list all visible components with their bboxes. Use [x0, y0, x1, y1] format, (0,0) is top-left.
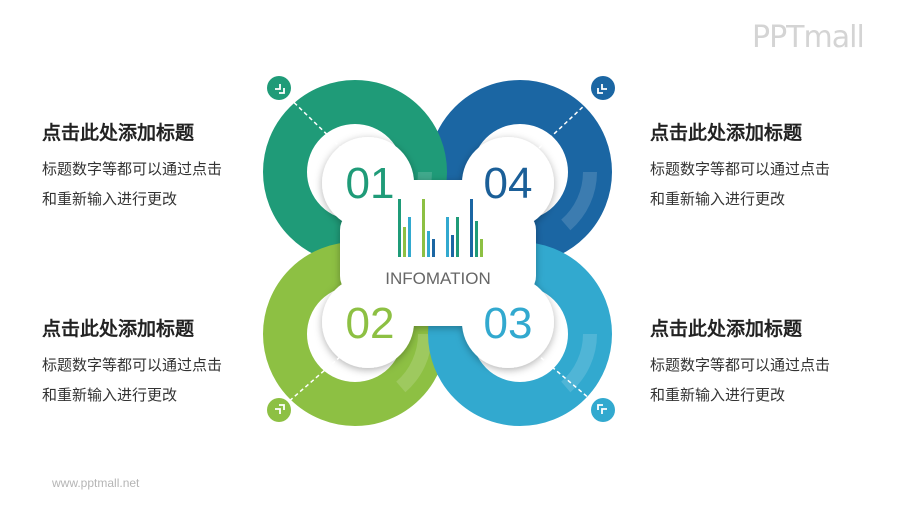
corner-arrow-icon-02: [267, 398, 291, 422]
text-block-03: 点击此处添加标题 标题数字等都可以通过点击和重新输入进行更改: [650, 314, 880, 411]
title-02[interactable]: 点击此处添加标题: [42, 319, 195, 340]
number-03: 03: [484, 299, 533, 348]
desc-03-line1[interactable]: 标题数字等都可以通过点击: [650, 357, 831, 374]
desc-03-line2[interactable]: 和重新输入进行更改: [650, 387, 786, 404]
number-04: 04: [484, 159, 533, 208]
decor-bar: [432, 239, 435, 257]
ring-highlight: [278, 257, 432, 411]
decor-bar: [470, 199, 473, 257]
ring-highlight: [443, 95, 597, 249]
desc-02-line1[interactable]: 标题数字等都可以通过点击: [42, 357, 223, 374]
arrow-glyph: [597, 404, 607, 414]
title-01[interactable]: 点击此处添加标题: [42, 123, 195, 144]
decor-bar: [398, 199, 401, 257]
decor-bar: [422, 199, 425, 257]
arrow-glyph: [597, 84, 607, 94]
number-01: 01: [346, 159, 395, 208]
decor-bar: [475, 221, 478, 257]
corner-arrow-icon-01: [267, 76, 291, 100]
decor-bar: [427, 231, 430, 257]
center-label: INFOMATION: [385, 269, 490, 288]
decor-bar: [456, 217, 459, 257]
title-04[interactable]: 点击此处添加标题: [650, 123, 803, 144]
text-block-04: 点击此处添加标题 标题数字等都可以通过点击和重新输入进行更改: [650, 118, 880, 215]
desc-01-line2[interactable]: 和重新输入进行更改: [42, 191, 178, 208]
number-02: 02: [346, 299, 395, 348]
desc-02-line2[interactable]: 和重新输入进行更改: [42, 387, 178, 404]
desc-04-line1[interactable]: 标题数字等都可以通过点击: [650, 161, 831, 178]
decor-bar: [408, 217, 411, 257]
decor-bar: [451, 235, 454, 257]
desc-01-line1[interactable]: 标题数字等都可以通过点击: [42, 161, 223, 178]
title-03[interactable]: 点击此处添加标题: [650, 319, 803, 340]
dashed-connector: [538, 87, 604, 149]
corner-arrow-icon-03: [591, 398, 615, 422]
decor-bar: [480, 239, 483, 257]
ring-highlight: [278, 95, 432, 249]
arrow-glyph: [275, 84, 285, 94]
decor-bar: [403, 227, 406, 257]
pptmall-logo: PPTmall: [752, 20, 865, 55]
decor-bar: [446, 217, 449, 257]
text-block-02: 点击此处添加标题 标题数字等都可以通过点击和重新输入进行更改: [42, 314, 272, 411]
dashed-connector: [278, 87, 342, 149]
text-block-01: 点击此处添加标题 标题数字等都可以通过点击和重新输入进行更改: [42, 118, 272, 215]
corner-arrow-icon-04: [591, 76, 615, 100]
footer-url: www.pptmall.net: [52, 476, 140, 490]
desc-04-line2[interactable]: 和重新输入进行更改: [650, 191, 786, 208]
ring-highlight: [443, 257, 597, 411]
arrow-glyph: [275, 404, 285, 414]
